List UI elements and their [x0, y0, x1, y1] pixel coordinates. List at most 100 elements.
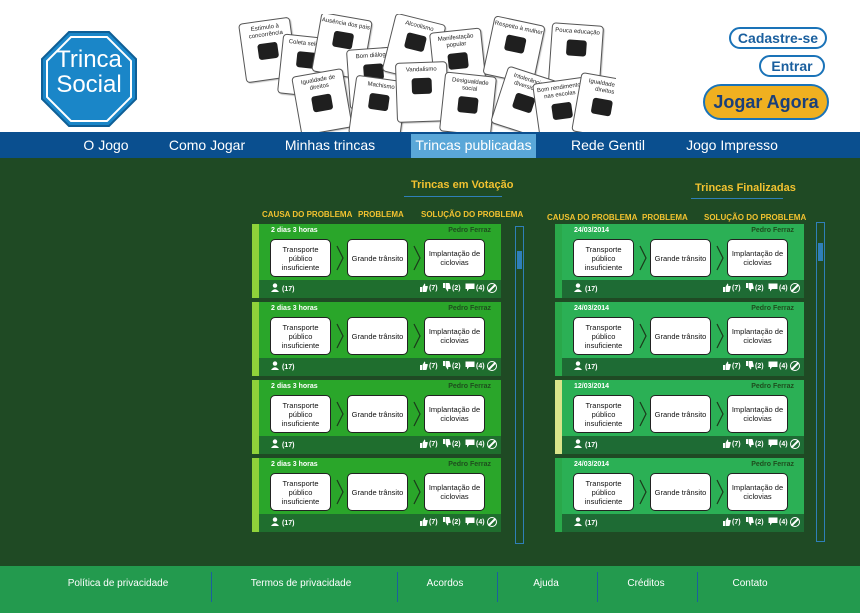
problem-card[interactable]: Grande trânsito	[650, 473, 711, 511]
play-now-button[interactable]: Jogar Agora	[703, 84, 829, 120]
dislike-button[interactable]: (2)	[442, 439, 461, 448]
supporters-count[interactable]: (17)	[271, 361, 294, 371]
report-block-icon[interactable]	[487, 517, 497, 527]
solution-card[interactable]: Implantação de ciclovias	[727, 473, 788, 511]
solution-card[interactable]: Implantação de ciclovias	[727, 317, 788, 355]
nav-item-trincas-publicadas[interactable]: Trincas publicadas	[411, 134, 536, 158]
problem-card[interactable]: Grande trânsito	[650, 317, 711, 355]
login-button[interactable]: Entrar	[759, 55, 825, 77]
like-button[interactable]: (7)	[722, 361, 741, 370]
footer-link-agreements[interactable]: Acordos	[426, 578, 464, 589]
supporters-count[interactable]: (17)	[271, 517, 294, 527]
problem-card[interactable]: Grande trânsito	[347, 473, 408, 511]
nav-item-jogo-impresso[interactable]: Jogo Impresso	[686, 137, 778, 153]
dislike-button[interactable]: (2)	[745, 283, 764, 292]
footer-link-help[interactable]: Ajuda	[533, 578, 559, 589]
report-block-icon[interactable]	[790, 439, 800, 449]
dislike-button[interactable]: (2)	[442, 517, 461, 526]
cause-card[interactable]: Transporte público insuficiente	[573, 395, 634, 433]
dislike-button[interactable]: (2)	[442, 283, 461, 292]
like-button[interactable]: (7)	[722, 439, 741, 448]
finished-scroll-thumb[interactable]	[818, 243, 823, 261]
like-button[interactable]: (7)	[722, 283, 741, 292]
report-block-icon[interactable]	[487, 439, 497, 449]
problem-card[interactable]: Grande trânsito	[347, 239, 408, 277]
report-block-icon[interactable]	[790, 517, 800, 527]
comments-button[interactable]: (4)	[465, 517, 485, 526]
footer-link-privacy-terms[interactable]: Termos de privacidade	[250, 578, 352, 589]
entry-author[interactable]: Pedro Ferraz	[448, 305, 491, 312]
supporters-count[interactable]: (17)	[574, 517, 597, 527]
problem-card[interactable]: Grande trânsito	[650, 239, 711, 277]
problem-card[interactable]: Grande trânsito	[650, 395, 711, 433]
cause-card[interactable]: Transporte público insuficiente	[573, 473, 634, 511]
entry-author[interactable]: Pedro Ferraz	[448, 383, 491, 390]
entry-author[interactable]: Pedro Ferraz	[751, 461, 794, 468]
cause-card[interactable]: Transporte público insuficiente	[270, 317, 331, 355]
like-button[interactable]: (7)	[419, 439, 438, 448]
report-block-icon[interactable]	[487, 283, 497, 293]
comments-button[interactable]: (4)	[465, 361, 485, 370]
report-block-icon[interactable]	[487, 361, 497, 371]
like-button[interactable]: (7)	[419, 517, 438, 526]
nav-item-minhas-trincas[interactable]: Minhas trincas	[284, 137, 376, 153]
entry-author[interactable]: Pedro Ferraz	[751, 305, 794, 312]
like-button[interactable]: (7)	[419, 361, 438, 370]
solution-card[interactable]: Implantação de ciclovias	[424, 239, 485, 277]
solution-card[interactable]: Implantação de ciclovias	[424, 317, 485, 355]
comments-button[interactable]: (4)	[768, 283, 788, 292]
footer-link-credits[interactable]: Créditos	[627, 578, 665, 589]
solution-card[interactable]: Implantação de ciclovias	[424, 395, 485, 433]
report-block-icon[interactable]	[790, 361, 800, 371]
cause-card[interactable]: Transporte público insuficiente	[270, 239, 331, 277]
comments-button[interactable]: (4)	[768, 361, 788, 370]
supporters-count[interactable]: (17)	[271, 439, 294, 449]
voting-scrollbar[interactable]	[515, 226, 524, 544]
comments-button[interactable]: (4)	[465, 283, 485, 292]
nav-item-o-jogo[interactable]: O Jogo	[83, 137, 129, 153]
entry-author[interactable]: Pedro Ferraz	[448, 461, 491, 468]
cause-card[interactable]: Transporte público insuficiente	[270, 473, 331, 511]
logo[interactable]: Trinca Social	[40, 30, 138, 128]
dislike-button[interactable]: (2)	[745, 439, 764, 448]
report-block-icon[interactable]	[790, 283, 800, 293]
entry-author[interactable]: Pedro Ferraz	[751, 227, 794, 234]
cause-card[interactable]: Transporte público insuficiente	[270, 395, 331, 433]
finished-scrollbar[interactable]	[816, 222, 825, 542]
supporters-count[interactable]: (17)	[574, 439, 597, 449]
signup-button[interactable]: Cadastre-se	[729, 27, 827, 49]
dislike-button[interactable]: (2)	[745, 517, 764, 526]
comments-button[interactable]: (4)	[768, 439, 788, 448]
supporters-count[interactable]: (17)	[574, 283, 597, 293]
entry-author[interactable]: Pedro Ferraz	[751, 383, 794, 390]
comments-button[interactable]: (4)	[465, 439, 485, 448]
entry-author[interactable]: Pedro Ferraz	[448, 227, 491, 234]
nav-item-como-jogar[interactable]: Como Jogar	[168, 137, 246, 153]
supporters-count[interactable]: (17)	[574, 361, 597, 371]
solution-card[interactable]: Implantação de ciclovias	[424, 473, 485, 511]
cause-card[interactable]: Transporte público insuficiente	[573, 239, 634, 277]
problem-card[interactable]: Grande trânsito	[347, 317, 408, 355]
cause-card[interactable]: Transporte público insuficiente	[573, 317, 634, 355]
solution-card[interactable]: Implantação de ciclovias	[727, 239, 788, 277]
footer-link-privacy-policy[interactable]: Política de privacidade	[67, 578, 169, 589]
like-button[interactable]: (7)	[722, 517, 741, 526]
like-button[interactable]: (7)	[419, 283, 438, 292]
supporters-count[interactable]: (17)	[271, 283, 294, 293]
voting-scroll-thumb[interactable]	[517, 251, 522, 269]
solution-card[interactable]: Implantação de ciclovias	[727, 395, 788, 433]
footer-link-contact[interactable]: Contato	[732, 578, 768, 589]
comments-button[interactable]: (4)	[768, 517, 788, 526]
nav-item-rede-gentil[interactable]: Rede Gentil	[571, 137, 645, 153]
problem-card[interactable]: Grande trânsito	[347, 395, 408, 433]
dislike-button[interactable]: (2)	[745, 361, 764, 370]
dislike-button[interactable]: (2)	[442, 361, 461, 370]
